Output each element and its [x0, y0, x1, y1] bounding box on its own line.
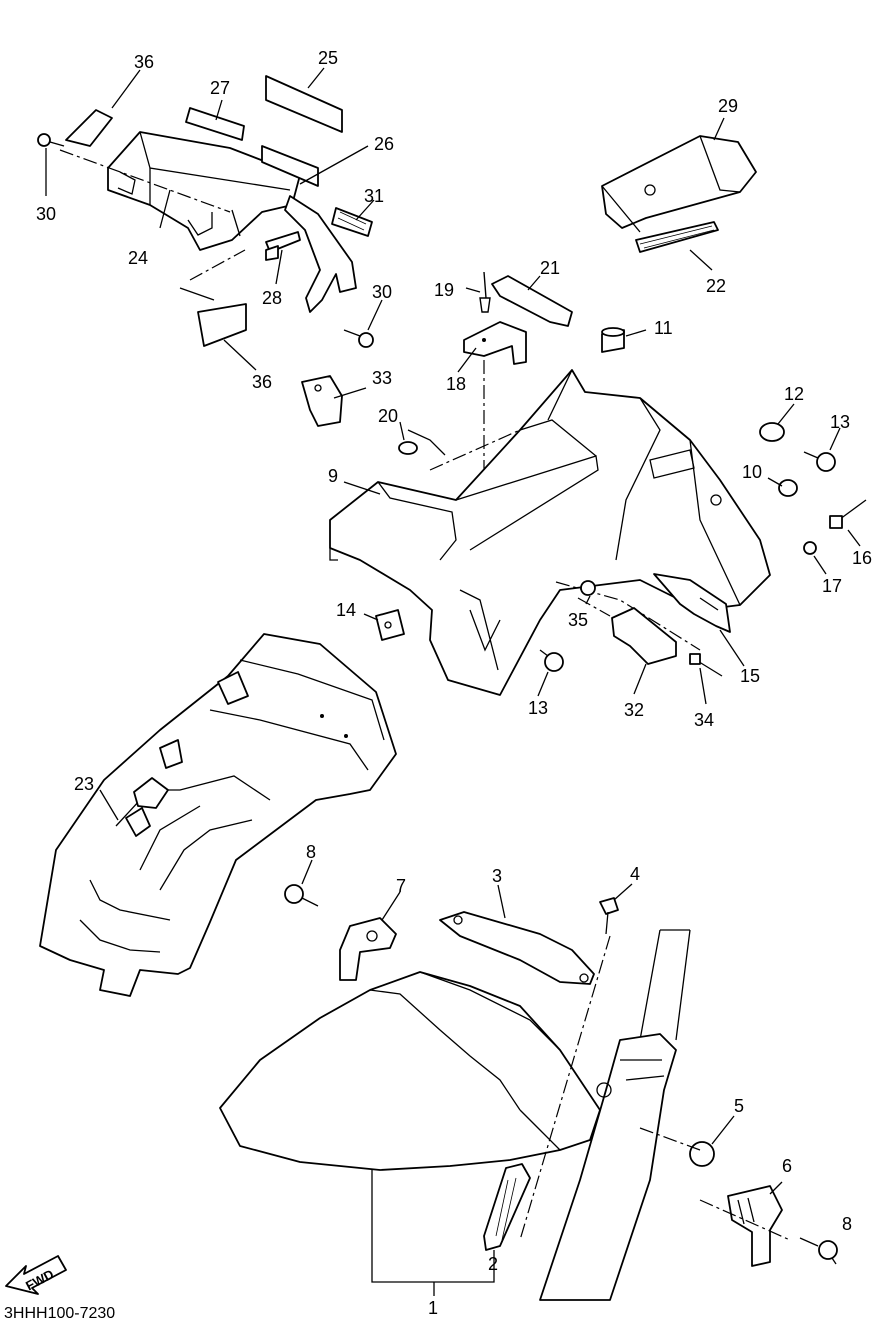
nut-part-12 [759, 422, 785, 442]
bolt-part-13-bottom [539, 649, 564, 672]
rear-panel-part-31-bracket [284, 195, 357, 313]
screw-part-19 [479, 271, 491, 313]
bolt-part-13-top [803, 451, 836, 472]
callout-23: 23 [74, 774, 94, 794]
callout-27: 27 [210, 78, 230, 98]
callout-13-bottom: 13 [528, 698, 548, 718]
screw-part-16 [829, 499, 867, 529]
callout-30-right: 30 [372, 282, 392, 302]
callout-12: 12 [784, 384, 804, 404]
bracket-part-7 [339, 917, 397, 981]
washer-part-17 [803, 541, 817, 555]
callout-28: 28 [262, 288, 282, 308]
callout-25: 25 [318, 48, 338, 68]
decal-parts-25-26-27 [65, 75, 343, 347]
seat-cover-part-29 [601, 135, 757, 253]
bolt-part-8-right [799, 1237, 838, 1260]
callout-29: 29 [718, 96, 738, 116]
callout-3: 3 [492, 866, 502, 886]
cap-part-5 [689, 1141, 715, 1167]
nut-part-10 [778, 479, 798, 497]
bracket-part-15 [653, 573, 731, 633]
tail-cowl-part-24 [107, 131, 301, 251]
callout-13-top: 13 [830, 412, 850, 432]
brace-part-3 [439, 911, 595, 985]
callout-7: 7 [396, 876, 406, 896]
leader-lines [45, 67, 861, 1296]
grommet-part-20 [398, 441, 418, 455]
bracket-part-18 [463, 321, 527, 365]
diagram-code: 3HHH100-7230 [4, 1305, 115, 1322]
callout-18: 18 [446, 374, 466, 394]
callout-36-top: 36 [134, 52, 154, 72]
callout-21: 21 [540, 258, 560, 278]
bracket-part-33 [301, 375, 343, 427]
screw-part-34 [689, 653, 723, 677]
callout-35: 35 [568, 610, 588, 630]
callout-8-right: 8 [842, 1214, 852, 1234]
clip-part-14 [375, 609, 405, 641]
grommet-part-35 [580, 580, 596, 596]
callout-6: 6 [782, 1156, 792, 1176]
callout-9: 9 [328, 466, 338, 486]
callout-15: 15 [740, 666, 760, 686]
callout-14: 14 [336, 600, 356, 620]
callout-26: 26 [374, 134, 394, 154]
callout-4: 4 [630, 864, 640, 884]
callout-17: 17 [822, 576, 842, 596]
grommet-part-11 [601, 327, 625, 353]
bolts-part-30 [37, 133, 374, 348]
callout-labels: 1 2 3 4 5 6 7 8 8 9 10 11 12 13 13 14 15… [36, 48, 872, 1318]
callout-36-bottom: 36 [252, 372, 272, 392]
callout-16: 16 [852, 548, 872, 568]
callout-8-left: 8 [306, 842, 316, 862]
bracket-part-32 [611, 607, 677, 665]
callout-30-left: 30 [36, 204, 56, 224]
callout-11: 11 [654, 318, 673, 338]
callout-22: 22 [706, 276, 726, 296]
forward-arrow-icon: FWD [5, 1255, 67, 1295]
bolt-part-4 [599, 897, 619, 935]
reflector-part-2 [483, 1163, 531, 1251]
emblem-part-31 [331, 207, 373, 237]
bolt-part-8-left [284, 884, 319, 907]
callout-20: 20 [378, 406, 398, 426]
strap-part-21 [491, 275, 573, 327]
front-fender-part-1 [219, 971, 612, 1171]
callout-31: 31 [364, 186, 384, 206]
callout-10: 10 [742, 462, 762, 482]
callout-34: 34 [694, 710, 714, 730]
fwd-label: FWD [23, 1266, 56, 1293]
bracket-part-6 [727, 1185, 783, 1267]
callout-2: 2 [488, 1254, 498, 1274]
inner-fender-part-23 [39, 633, 397, 997]
callout-19: 19 [434, 280, 454, 300]
callout-32: 32 [624, 700, 644, 720]
fastener-part-28 [265, 231, 301, 261]
callout-5: 5 [734, 1096, 744, 1116]
callout-24: 24 [128, 248, 148, 268]
fork-leg [539, 929, 691, 1301]
callout-33: 33 [372, 368, 392, 388]
callout-1: 1 [428, 1298, 438, 1318]
